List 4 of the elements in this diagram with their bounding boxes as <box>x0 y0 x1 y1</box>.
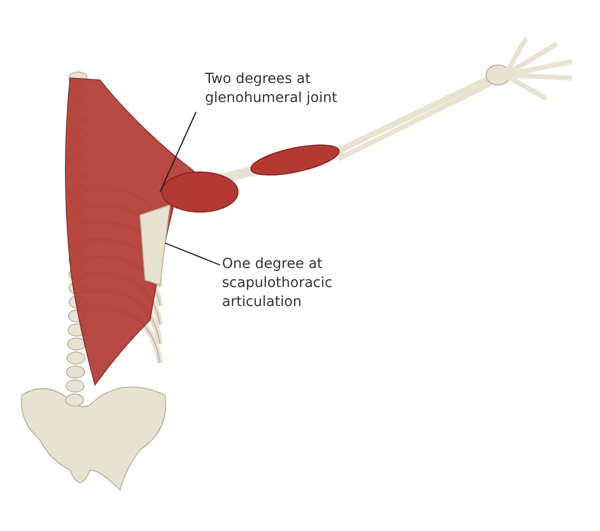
leader-line <box>164 242 220 266</box>
leader-line <box>159 112 197 192</box>
annotation-text: One degree at scapulothoracic articulation <box>222 255 387 312</box>
annotation-text: Two degrees at glenohumeral joint <box>205 70 370 108</box>
